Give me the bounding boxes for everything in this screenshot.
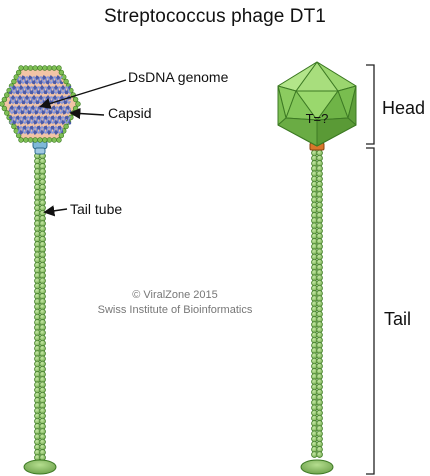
capsid-bead: [46, 65, 53, 71]
capsid-bead: [23, 65, 29, 71]
capsid-bead: [72, 96, 79, 103]
right-tail-foot: [300, 459, 334, 475]
capsid-bead: [1, 105, 8, 112]
capsid-bead: [4, 110, 10, 116]
capsid-bead: [42, 137, 48, 143]
capsid-bead: [72, 105, 79, 112]
capsid-label: Capsid: [108, 105, 152, 121]
capsid-bead: [51, 65, 57, 71]
capsid-bead: [15, 69, 22, 76]
triangulation-label: T=?: [305, 111, 329, 126]
head-bracket: [366, 64, 375, 145]
dna-strand: [9, 86, 71, 95]
dna-strand: [8, 115, 72, 126]
capsid-bead: [46, 137, 53, 143]
capsid-bead: [51, 137, 57, 143]
tail-tube-label: Tail tube: [70, 201, 123, 217]
capsid-bead: [42, 65, 48, 71]
capsid-bead: [75, 101, 81, 107]
capsid-bead: [27, 65, 34, 71]
dna-strand: [9, 105, 71, 115]
capsid-bead: [11, 78, 17, 85]
right-phage: [277, 61, 357, 475]
head-label: Head: [382, 98, 426, 118]
capsid-bead: [4, 92, 10, 98]
right-tail-tube: [311, 149, 323, 458]
credit-copyright: © ViralZone 2015: [132, 289, 218, 301]
right-icosahedral-head: [277, 61, 357, 147]
capsid-bead: [56, 137, 62, 143]
dna-strand: [17, 125, 63, 135]
tail-label: Tail: [384, 309, 412, 329]
genome-label: DsDNA genome: [128, 69, 229, 85]
capsid-bead: [32, 65, 38, 71]
tail-bead: [316, 451, 323, 458]
dna-strand: [17, 75, 63, 85]
left-tail-foot: [23, 459, 57, 475]
tail-bracket: [366, 147, 375, 475]
figure-title: Streptococcus phage DT1: [104, 6, 326, 27]
capsid-bead: [58, 132, 65, 139]
capsid-bead: [11, 123, 17, 130]
capsid-bead: [23, 137, 29, 143]
capsid-bead: [18, 65, 24, 71]
capsid-bead: [1, 96, 8, 103]
credit-institute: Swiss Institute of Bioinformatics: [97, 304, 253, 316]
left-phage: [0, 65, 81, 475]
capsid-bead: [63, 123, 69, 130]
dna-strand: [9, 115, 71, 125]
capsid-bead: [37, 65, 43, 71]
capsid-bead: [18, 137, 24, 143]
capsid-bead: [58, 69, 65, 76]
capsid-bead: [56, 65, 62, 71]
capsid-bead: [37, 137, 43, 143]
capsid-bead: [63, 78, 69, 85]
label-arrows: [39, 79, 127, 217]
left-tail-tube: [34, 152, 46, 461]
capsid-bead: [32, 137, 38, 143]
capsid-bead: [0, 101, 5, 107]
capsid-bead: [27, 137, 34, 143]
